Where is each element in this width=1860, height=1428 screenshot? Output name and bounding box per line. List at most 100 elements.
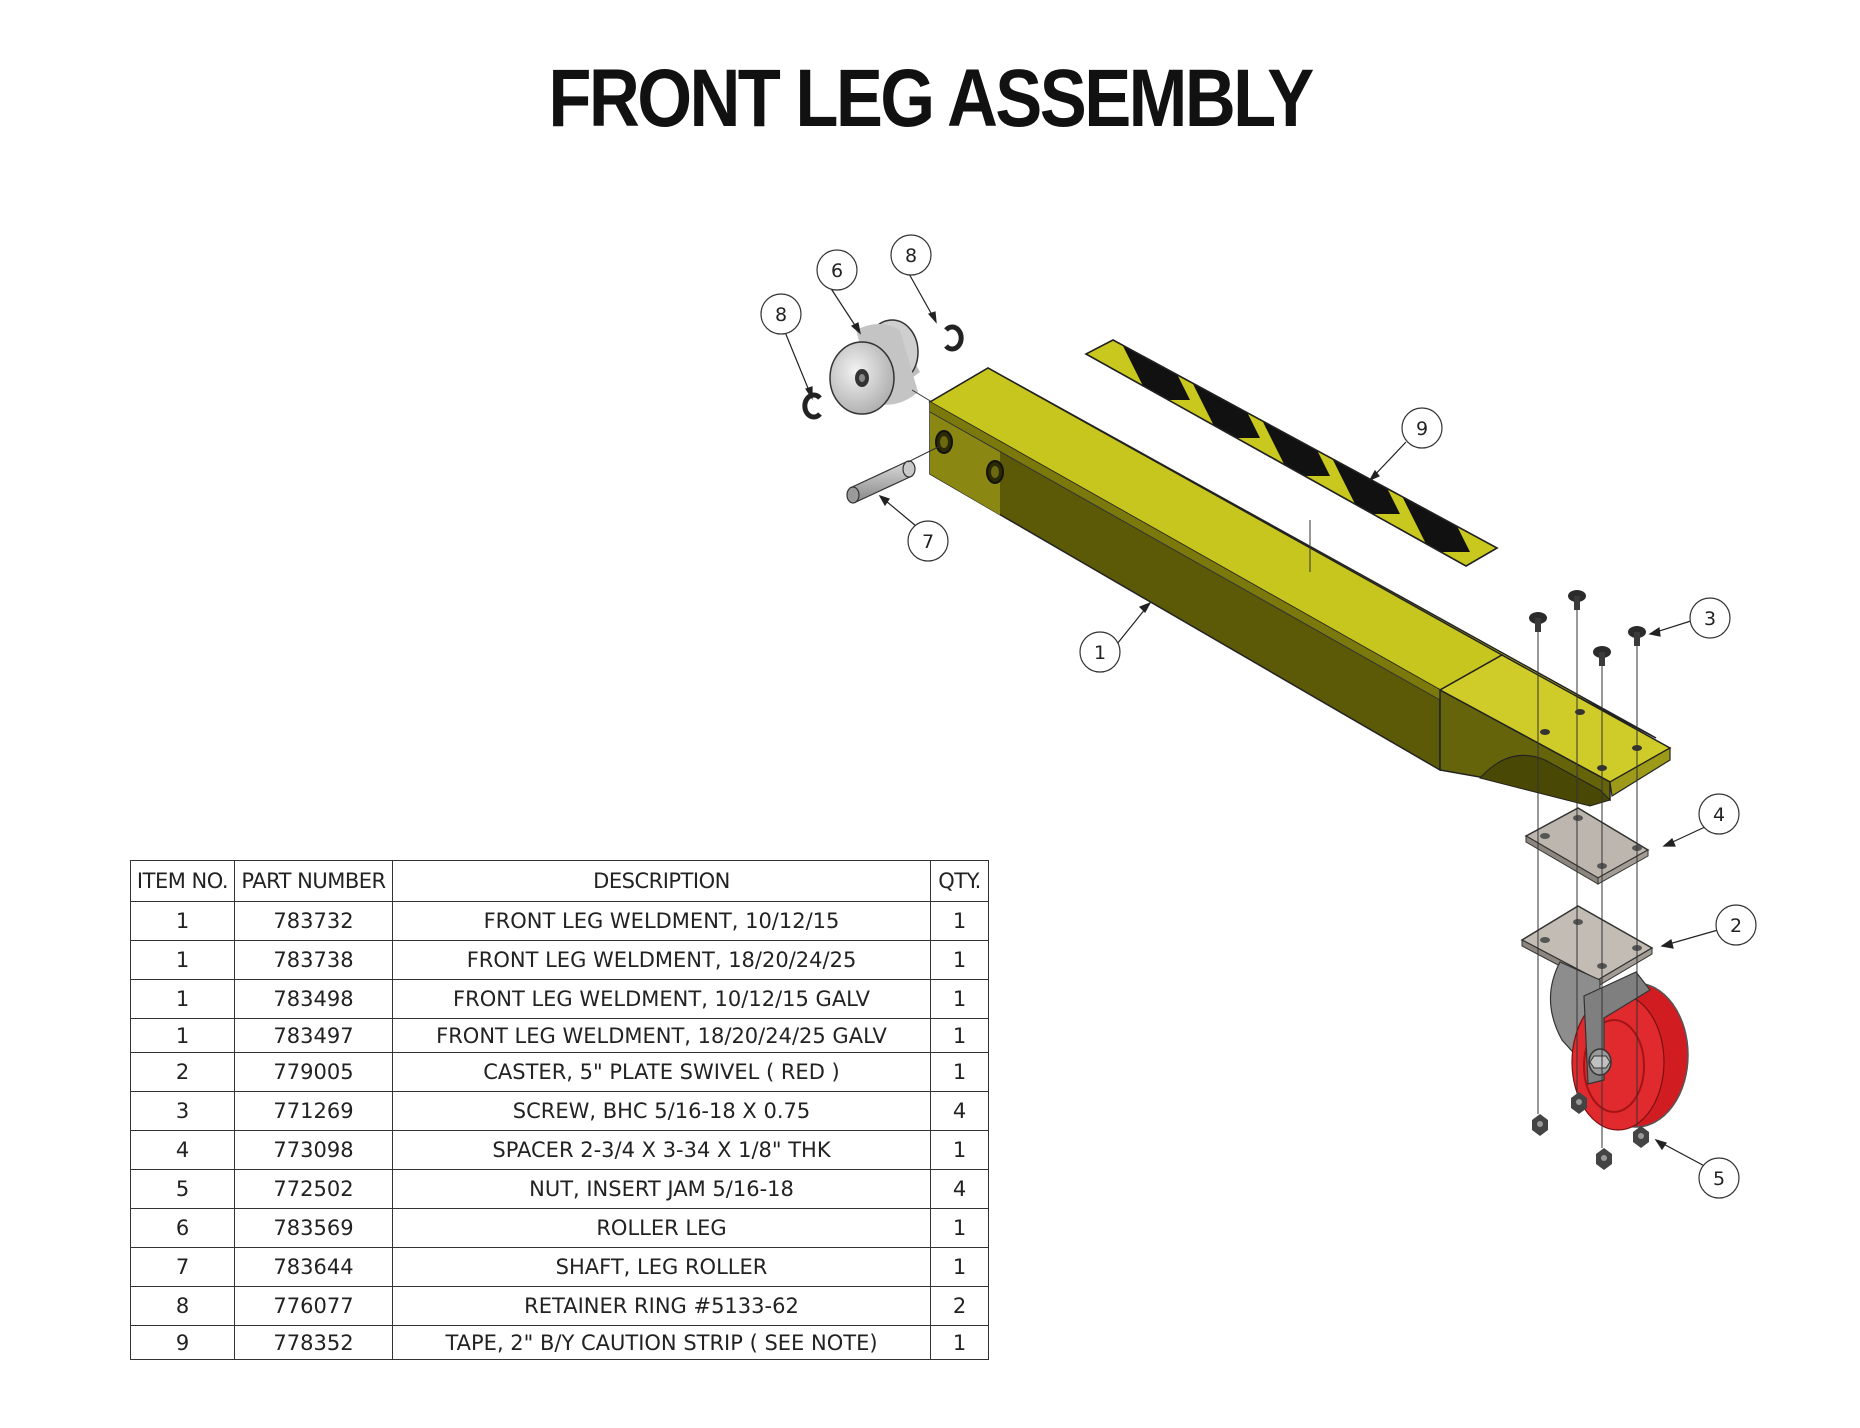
cell-qty: 1 <box>930 1247 989 1287</box>
cell-description: FRONT LEG WELDMENT, 10/12/15 <box>392 901 931 941</box>
callout-9: 9 <box>1401 407 1443 449</box>
cell-description: FRONT LEG WELDMENT, 10/12/15 GALV <box>392 979 931 1019</box>
cell-item-no: 1 <box>130 1018 235 1053</box>
cell-qty: 2 <box>930 1286 989 1326</box>
cell-qty: 1 <box>930 940 989 980</box>
table-row: 1 783738 FRONT LEG WELDMENT, 18/20/24/25… <box>130 940 989 980</box>
plate-swivel-caster <box>1520 905 1689 1131</box>
cell-item-no: 6 <box>130 1208 235 1248</box>
table-row: 8 776077 RETAINER RING #5133-62 2 <box>130 1286 989 1326</box>
nut-1 <box>1532 1114 1548 1136</box>
svg-text:8: 8 <box>775 304 787 326</box>
cell-description: TAPE, 2" B/Y CAUTION STRIP ( SEE NOTE) <box>392 1325 931 1360</box>
cell-description: ROLLER LEG <box>392 1208 931 1248</box>
cell-part-number: 783732 <box>234 901 393 941</box>
insert-jam-nuts <box>1532 1092 1649 1170</box>
cell-part-number: 776077 <box>234 1286 393 1326</box>
cell-description: SHAFT, LEG ROLLER <box>392 1247 931 1287</box>
callout-8-upper: 8 <box>890 234 932 276</box>
cell-item-no: 9 <box>130 1325 235 1360</box>
cell-part-number: 773098 <box>234 1130 393 1170</box>
cell-qty: 1 <box>930 901 989 941</box>
callout-8-lower: 8 <box>760 293 802 335</box>
svg-text:8: 8 <box>905 245 917 267</box>
front-leg-weldment <box>928 367 1672 807</box>
cell-qty: 1 <box>930 1130 989 1170</box>
table-row: 1 783732 FRONT LEG WELDMENT, 10/12/15 1 <box>130 901 989 941</box>
cell-description: RETAINER RING #5133-62 <box>392 1286 931 1326</box>
callout-6: 6 <box>816 249 858 291</box>
svg-text:9: 9 <box>1416 418 1428 440</box>
header-description: DESCRIPTION <box>392 860 931 902</box>
callout-1: 1 <box>1079 631 1121 673</box>
table-row: 1 783498 FRONT LEG WELDMENT, 10/12/15 GA… <box>130 979 989 1019</box>
svg-text:1: 1 <box>1094 642 1106 664</box>
nut-3 <box>1596 1148 1612 1170</box>
cell-item-no: 2 <box>130 1052 235 1092</box>
cell-part-number: 783569 <box>234 1208 393 1248</box>
table-row: 5 772502 NUT, INSERT JAM 5/16-18 4 <box>130 1169 989 1209</box>
bhc-screws <box>1529 590 1646 666</box>
assembly-axis-lines <box>907 389 1638 1148</box>
cell-description: CASTER, 5" PLATE SWIVEL ( RED ) <box>392 1052 931 1092</box>
cell-qty: 1 <box>930 1018 989 1053</box>
cell-qty: 1 <box>930 1208 989 1248</box>
cell-item-no: 1 <box>130 901 235 941</box>
page-title: FRONT LEG ASSEMBLY <box>548 53 1314 144</box>
table-row: 6 783569 ROLLER LEG 1 <box>130 1208 989 1248</box>
screw-1 <box>1529 612 1547 632</box>
cell-description: SPACER 2-3/4 X 3-34 X 1/8" THK <box>392 1130 931 1170</box>
roller-leg <box>829 319 920 415</box>
cell-item-no: 1 <box>130 979 235 1019</box>
callout-2: 2 <box>1715 904 1757 946</box>
leg-roller-shaft <box>846 460 916 504</box>
cell-item-no: 4 <box>130 1130 235 1170</box>
header-qty: QTY. <box>930 860 989 902</box>
cell-qty: 1 <box>930 1325 989 1360</box>
cell-description: NUT, INSERT JAM 5/16-18 <box>392 1169 931 1209</box>
callout-4: 4 <box>1698 793 1740 835</box>
cell-part-number: 771269 <box>234 1091 393 1131</box>
cell-part-number: 783644 <box>234 1247 393 1287</box>
cell-part-number: 779005 <box>234 1052 393 1092</box>
cell-item-no: 8 <box>130 1286 235 1326</box>
svg-text:4: 4 <box>1713 804 1725 826</box>
header-item-no: ITEM NO. <box>130 860 235 902</box>
screw-2 <box>1568 590 1586 610</box>
callout-3: 3 <box>1689 597 1731 639</box>
svg-text:6: 6 <box>831 260 843 282</box>
callout-balloons: 1 2 3 4 5 6 7 8 8 9 <box>760 234 1757 1199</box>
svg-text:3: 3 <box>1704 608 1716 630</box>
svg-text:7: 7 <box>922 531 934 553</box>
nut-4 <box>1633 1126 1649 1148</box>
table-row: 7 783644 SHAFT, LEG ROLLER 1 <box>130 1247 989 1287</box>
cell-qty: 4 <box>930 1169 989 1209</box>
table-row: 9 778352 TAPE, 2" B/Y CAUTION STRIP ( SE… <box>130 1325 989 1360</box>
cell-part-number: 783497 <box>234 1018 393 1053</box>
svg-text:5: 5 <box>1713 1168 1725 1190</box>
screw-4 <box>1628 626 1646 646</box>
cell-qty: 1 <box>930 1052 989 1092</box>
table-row: 4 773098 SPACER 2-3/4 X 3-34 X 1/8" THK … <box>130 1130 989 1170</box>
svg-text:2: 2 <box>1730 915 1742 937</box>
table-row: 3 771269 SCREW, BHC 5/16-18 X 0.75 4 <box>130 1091 989 1131</box>
cell-item-no: 3 <box>130 1091 235 1131</box>
header-part-number: PART NUMBER <box>234 860 393 902</box>
cell-part-number: 778352 <box>234 1325 393 1360</box>
cell-qty: 1 <box>930 979 989 1019</box>
retainer-ring-upper <box>944 324 964 352</box>
screw-3 <box>1593 646 1611 666</box>
cell-description: FRONT LEG WELDMENT, 18/20/24/25 <box>392 940 931 980</box>
table-row: 1 783497 FRONT LEG WELDMENT, 18/20/24/25… <box>130 1018 989 1053</box>
cell-item-no: 1 <box>130 940 235 980</box>
cell-part-number: 783738 <box>234 940 393 980</box>
cell-part-number: 772502 <box>234 1169 393 1209</box>
bill-of-materials-table: ITEM NO. PART NUMBER DESCRIPTION QTY. 1 … <box>130 860 989 1360</box>
spacer-plate <box>1524 807 1650 885</box>
cell-description: SCREW, BHC 5/16-18 X 0.75 <box>392 1091 931 1131</box>
cell-description: FRONT LEG WELDMENT, 18/20/24/25 GALV <box>392 1018 931 1053</box>
nut-2 <box>1571 1092 1587 1114</box>
table-row: 2 779005 CASTER, 5" PLATE SWIVEL ( RED )… <box>130 1052 989 1092</box>
callout-5: 5 <box>1698 1157 1740 1199</box>
